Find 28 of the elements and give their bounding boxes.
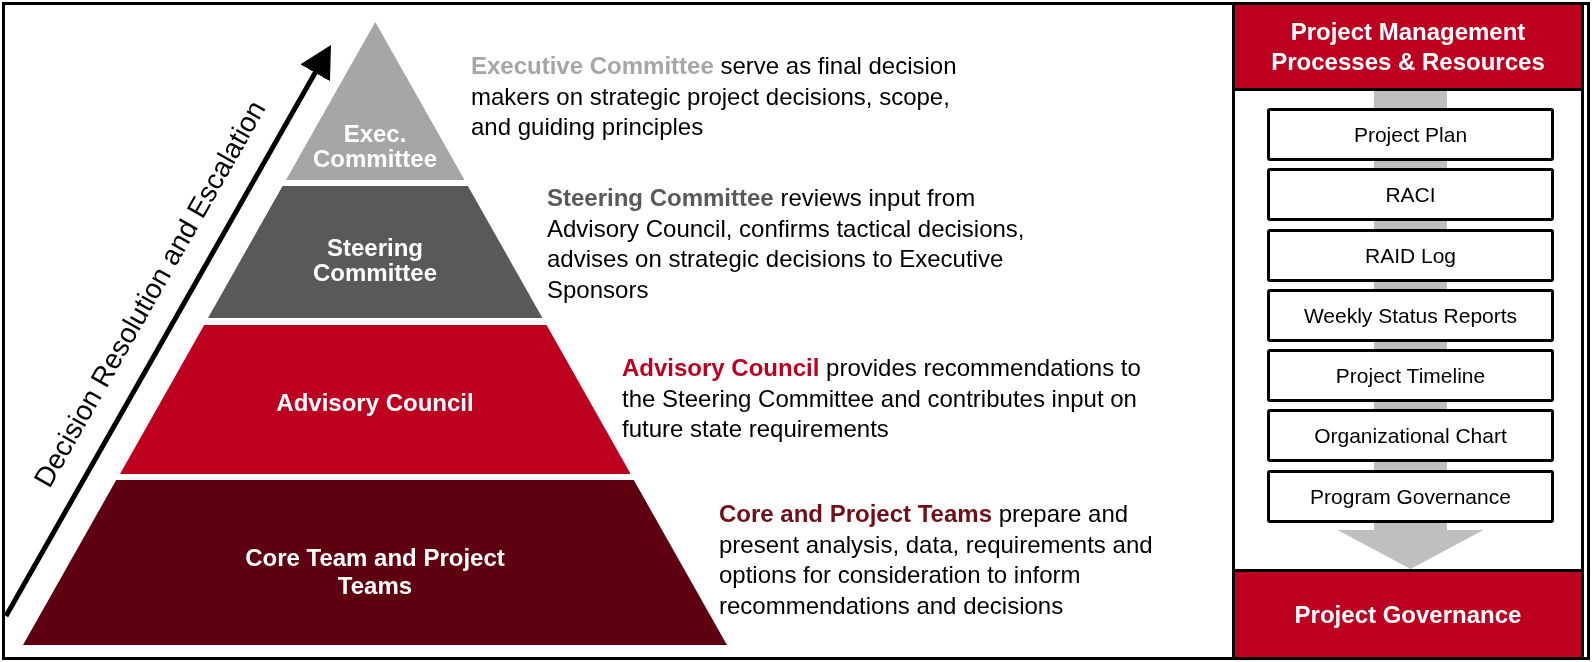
flow-arrow (1337, 523, 1484, 569)
resource-box (1267, 229, 1554, 282)
tier-label: Steering Committee (311, 235, 438, 285)
header-title: Project Management Processes & Resources (1270, 16, 1546, 77)
tier-description: Core and Project Teams prepare and present analysis, data, requirements and options for consideration to inform recommendations and decisions (719, 499, 1154, 621)
tier-description: Advisory Council provides recommendations to the Steering Committee and contributes input on future state requirements (622, 353, 1142, 444)
tier-label: Exec. Committee (311, 121, 438, 171)
resource-box (1267, 108, 1554, 161)
resource-box (1267, 289, 1554, 342)
governance-band (1232, 569, 1584, 660)
resource-box (1267, 349, 1554, 402)
resource-label: RACI (1385, 182, 1436, 207)
tier-description: Executive Committee serve as final decision makers on strategic project decisions, scope, and guiding principles (471, 51, 958, 142)
resource-box (1267, 409, 1554, 462)
panel-header (1232, 2, 1584, 91)
resource-label: Project Timeline (1335, 363, 1486, 388)
resource-label: Project Plan (1353, 122, 1468, 147)
resource-label: Weekly Status Reports (1303, 303, 1518, 328)
pyramid-tier (285, 22, 465, 180)
tier-label: Core Team and Project Teams (244, 544, 506, 600)
resource-label: Organizational Chart (1314, 423, 1507, 448)
tier-label: Advisory Council (276, 389, 474, 417)
resource-box (1267, 470, 1554, 523)
resource-label: RAID Log (1364, 243, 1456, 268)
governance-title: Project Governance (1294, 599, 1522, 630)
resource-label: Program Governance (1310, 484, 1511, 509)
resource-box (1267, 168, 1554, 221)
tier-description: Steering Committee reviews input from Advisory Council, confirms tactical decisions, advises on strategic decisions to Executive Sponsors (547, 183, 1026, 305)
